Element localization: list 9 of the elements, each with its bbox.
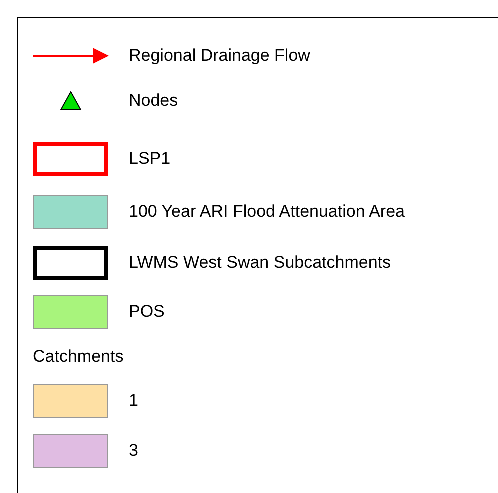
legend-label: 100 Year ARI Flood Attenuation Area (129, 202, 405, 222)
legend-label: LWMS West Swan Subcatchments (129, 253, 392, 273)
legend-label: 1 (129, 391, 138, 411)
legend-label: Nodes (129, 91, 178, 111)
legend-label: Regional Drainage Flow (129, 46, 310, 66)
legend-label: POS (129, 302, 165, 322)
legend-label: LSP1 (129, 149, 171, 169)
legend-label: 3 (129, 441, 138, 461)
legend-heading: Catchments (33, 347, 124, 367)
